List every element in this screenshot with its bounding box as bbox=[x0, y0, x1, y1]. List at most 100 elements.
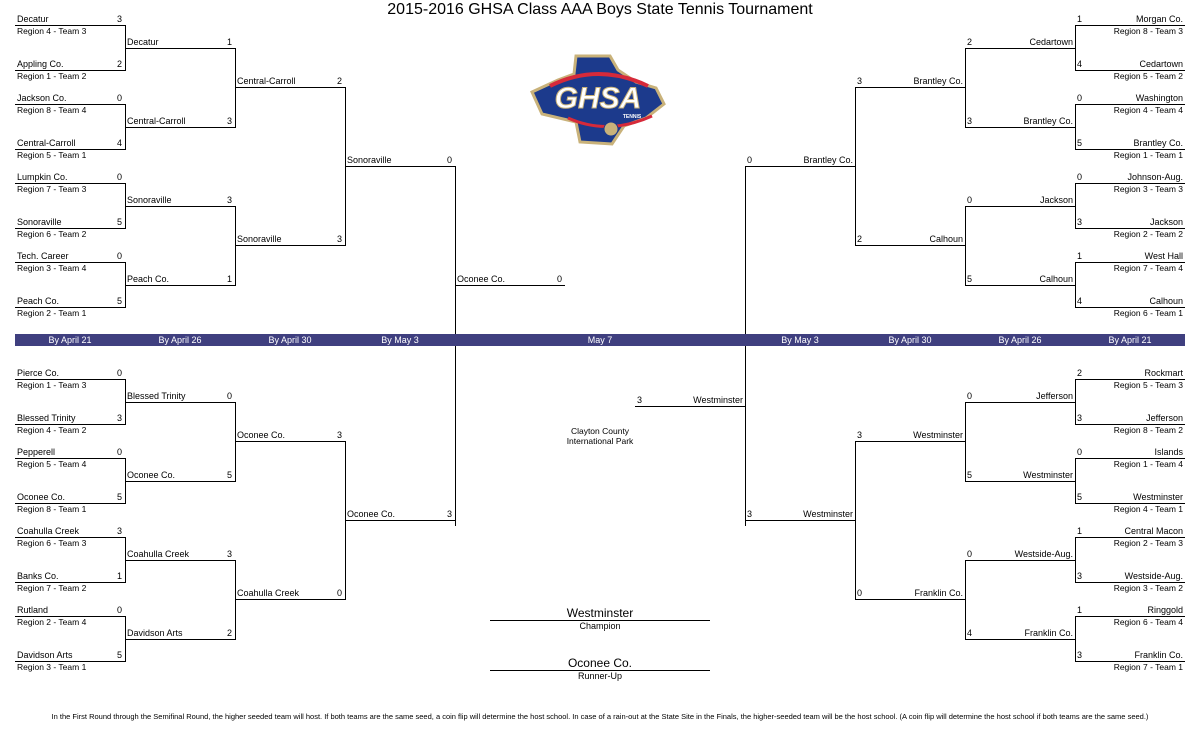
team-name: West Hall bbox=[1144, 251, 1183, 261]
connector-line bbox=[1075, 458, 1076, 504]
team-score: 5 bbox=[967, 470, 973, 480]
champion-label: Champion bbox=[579, 621, 621, 631]
team-score: 2 bbox=[226, 628, 232, 638]
bracket-slot: Morgan Co.1 bbox=[1075, 14, 1185, 26]
team-score: 0 bbox=[116, 172, 122, 182]
team-score: 0 bbox=[116, 251, 122, 261]
team-seed: Region 6 - Team 2 bbox=[17, 229, 87, 239]
team-name: Franklin Co. bbox=[914, 588, 963, 598]
connector-line bbox=[1075, 616, 1076, 662]
logo-text: GHSA bbox=[555, 82, 642, 115]
connector-line bbox=[855, 87, 856, 246]
bracket-slot: Brantley Co.5 bbox=[1075, 138, 1185, 150]
team-seed: Region 7 - Team 2 bbox=[17, 583, 87, 593]
team-score: 0 bbox=[967, 391, 973, 401]
champion-name: Westminster bbox=[490, 606, 710, 621]
team-name: Westminster bbox=[693, 395, 743, 405]
bracket-slot: Westside-Aug.0 bbox=[965, 549, 1075, 561]
date-label: By April 30 bbox=[888, 335, 932, 345]
team-name: Franklin Co. bbox=[1134, 650, 1183, 660]
team-name: Jefferson bbox=[1036, 391, 1073, 401]
date-label: By April 30 bbox=[268, 335, 312, 345]
team-name: Westminster bbox=[803, 509, 853, 519]
bracket-slot: Johnson-Aug. 0 bbox=[1075, 172, 1185, 184]
runner-up-label: Runner-Up bbox=[577, 671, 623, 681]
team-name: Peach Co. bbox=[17, 296, 60, 306]
team-name: Decatur bbox=[17, 14, 49, 24]
venue-line-1: Clayton County bbox=[570, 426, 630, 436]
team-score: 0 bbox=[1077, 172, 1083, 182]
bracket-slot: Oconee Co. 5 bbox=[15, 492, 125, 504]
team-name: Decatur bbox=[127, 37, 159, 47]
team-name: Banks Co. bbox=[17, 571, 59, 581]
team-name: Davidson Arts bbox=[17, 650, 73, 660]
team-seed: Region 2 - Team 2 bbox=[1113, 229, 1183, 239]
team-name: Appling Co. bbox=[17, 59, 64, 69]
team-name: Sonoraville bbox=[347, 155, 392, 165]
team-score: 5 bbox=[116, 296, 122, 306]
team-name: Sonoraville bbox=[127, 195, 172, 205]
date-label: By May 3 bbox=[781, 335, 819, 345]
team-score: 0 bbox=[967, 195, 973, 205]
date-label: By May 3 bbox=[381, 335, 419, 345]
bracket-slot: Jefferson 0 bbox=[965, 391, 1075, 403]
team-name: Oconee Co. bbox=[17, 492, 66, 502]
team-seed: Region 1 - Team 4 bbox=[1113, 459, 1183, 469]
connector-line bbox=[1075, 262, 1076, 308]
bracket-slot: Oconee Co.3 bbox=[235, 430, 345, 442]
team-score: 3 bbox=[116, 14, 122, 24]
team-seed: Region 2 - Team 1 bbox=[17, 308, 87, 318]
team-score: 0 bbox=[967, 549, 973, 559]
bracket-slot: Brantley Co.3 bbox=[965, 116, 1075, 128]
team-seed: Region 8 - Team 3 bbox=[1113, 26, 1183, 36]
bracket-slot: Peach Co. 5 bbox=[15, 296, 125, 308]
runner-up-name: Oconee Co. bbox=[490, 656, 710, 671]
bracket-slot: Pierce Co.0 bbox=[15, 368, 125, 380]
bracket-slot: Brantley Co.0 bbox=[745, 155, 855, 167]
team-score: 1 bbox=[226, 274, 232, 284]
team-name: Islands bbox=[1154, 447, 1183, 457]
team-score: 3 bbox=[336, 234, 342, 244]
team-seed: Region 6 - Team 4 bbox=[1113, 617, 1183, 627]
team-name: Oconee Co. bbox=[127, 470, 176, 480]
date-label: By April 26 bbox=[158, 335, 202, 345]
connector-line bbox=[235, 206, 236, 286]
team-seed: Region 8 - Team 1 bbox=[17, 504, 87, 514]
bracket-slot: Decatur 3 bbox=[15, 14, 125, 26]
footnote: In the First Round through the Semifinal… bbox=[51, 712, 1149, 721]
team-score: 3 bbox=[226, 549, 232, 559]
team-name: Brantley Co. bbox=[913, 76, 963, 86]
team-name: Morgan Co. bbox=[1135, 14, 1183, 24]
team-score: 1 bbox=[116, 571, 122, 581]
team-name: Westminster bbox=[1023, 470, 1073, 480]
team-seed: Region 8 - Team 2 bbox=[1113, 425, 1183, 435]
bracket-slot: Franklin Co.3 bbox=[1075, 650, 1185, 662]
team-name: Johnson-Aug. bbox=[1127, 172, 1183, 182]
team-name: Central-Carroll bbox=[127, 116, 186, 126]
team-score: 3 bbox=[1077, 217, 1083, 227]
team-score: 5 bbox=[116, 492, 122, 502]
team-seed: Region 1 - Team 3 bbox=[17, 380, 87, 390]
team-name: Rutland bbox=[17, 605, 49, 615]
connector-line bbox=[965, 48, 966, 128]
team-name: Coahulla Creek bbox=[237, 588, 300, 598]
team-seed: Region 6 - Team 3 bbox=[17, 538, 87, 548]
date-label: By April 26 bbox=[998, 335, 1042, 345]
runner-up-block: Oconee Co. Runner-Up bbox=[490, 656, 710, 681]
bracket-slot: Lumpkin Co.0 bbox=[15, 172, 125, 184]
team-name: Central-Carroll bbox=[237, 76, 296, 86]
team-name: Cedartown bbox=[1029, 37, 1073, 47]
team-seed: Region 4 - Team 4 bbox=[1113, 105, 1183, 115]
